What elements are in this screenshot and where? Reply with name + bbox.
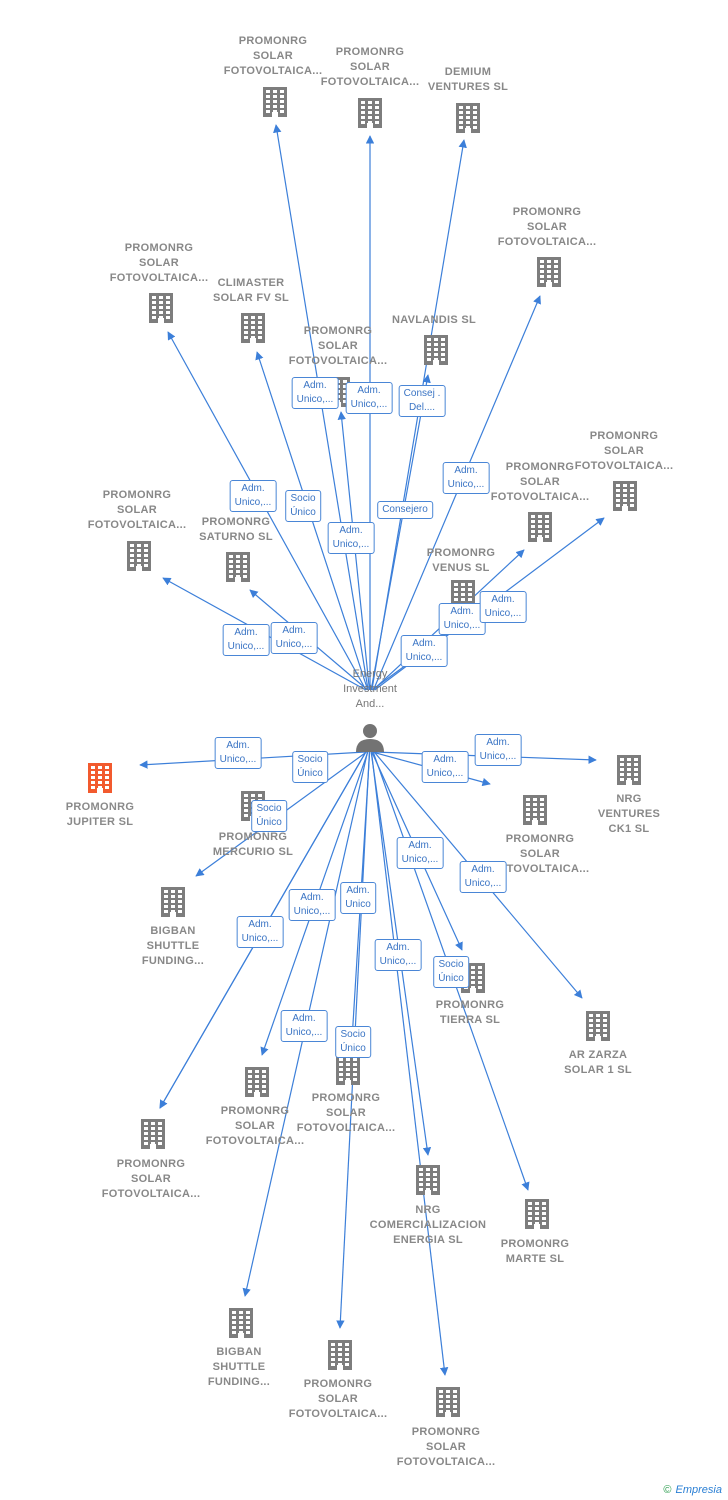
edge-role-label[interactable]: Socio Único (285, 490, 321, 522)
company-label[interactable]: PROMONRG SOLAR FOTOVOLTAICA... (288, 325, 388, 367)
edge-role-label[interactable]: Adm. Unico,... (479, 591, 527, 623)
company-label[interactable]: PROMONRG SOLAR FOTOVOLTAICA... (490, 461, 590, 503)
company-building-icon[interactable] (141, 1119, 165, 1149)
edge-role-label[interactable]: Adm. Unico,... (270, 622, 318, 654)
company-building-icon[interactable] (436, 1387, 460, 1417)
company-label[interactable]: PROMONRG SOLAR FOTOVOLTAICA... (205, 1105, 305, 1147)
company-label[interactable]: BIGBAN SHUTTLE FUNDING... (141, 925, 205, 967)
edge-role-label[interactable]: Adm. Unico,... (459, 861, 507, 893)
company-label[interactable]: PROMONRG SOLAR FOTOVOLTAICA... (101, 1158, 201, 1200)
company-building-icon[interactable] (537, 257, 561, 287)
edge-line (370, 374, 431, 691)
center-person-label[interactable]: Energy Investment And... (343, 668, 397, 710)
company-label[interactable]: PROMONRG MERCURIO SL (212, 831, 294, 858)
company-building-icon[interactable] (328, 1340, 352, 1370)
company-label[interactable]: PROMONRG SOLAR FOTOVOLTAICA... (109, 242, 209, 284)
company-label[interactable]: NRG VENTURES CK1 SL (597, 793, 661, 835)
company-label[interactable]: AR ZARZA SOLAR 1 SL (564, 1049, 632, 1076)
company-label[interactable]: PROMONRG SOLAR FOTOVOLTAICA... (396, 1426, 496, 1468)
company-building-icon[interactable] (525, 1199, 549, 1229)
edge-role-label[interactable]: Adm. Unico,... (214, 737, 262, 769)
copyright-symbol: © (663, 1484, 672, 1496)
company-label[interactable]: PROMONRG SOLAR FOTOVOLTAICA... (87, 489, 187, 531)
edge-role-label[interactable]: Adm. Unico,... (421, 751, 469, 783)
company-building-icon[interactable] (229, 1308, 253, 1338)
edge-role-label[interactable]: Socio Único (251, 800, 287, 832)
company-building-icon[interactable] (528, 512, 552, 542)
edge-role-label[interactable]: Adm. Unico,... (327, 522, 375, 554)
company-building-icon[interactable] (523, 795, 547, 825)
edge-role-label[interactable]: Adm. Unico,... (236, 916, 284, 948)
company-building-icon[interactable] (336, 1055, 360, 1085)
company-label[interactable]: PROMONRG SOLAR FOTOVOLTAICA... (497, 206, 597, 248)
company-label[interactable]: PROMONRG SOLAR FOTOVOLTAICA... (223, 35, 323, 77)
edge-role-label[interactable]: Socio Único (335, 1026, 371, 1058)
focus-company-label[interactable]: PROMONRG JUPITER SL (65, 801, 135, 828)
edge-role-label[interactable]: Adm. Unico,... (222, 624, 270, 656)
company-label[interactable]: PROMONRG VENUS SL (426, 547, 496, 574)
company-building-icon[interactable] (586, 1011, 610, 1041)
company-building-icon[interactable] (241, 313, 265, 343)
company-building-icon[interactable] (416, 1165, 440, 1195)
focus-company-building-icon[interactable] (88, 763, 112, 793)
company-label[interactable]: PROMONRG SOLAR FOTOVOLTAICA... (490, 833, 590, 875)
company-label[interactable]: PROMONRG SOLAR FOTOVOLTAICA... (320, 46, 420, 88)
edge-role-label[interactable]: Adm. Unico,... (345, 382, 393, 414)
edge-role-label[interactable]: Adm. Unico,... (442, 462, 490, 494)
company-label[interactable]: BIGBAN SHUTTLE FUNDING... (207, 1346, 271, 1388)
company-building-icon[interactable] (424, 335, 448, 365)
company-building-icon[interactable] (127, 541, 151, 571)
edge-role-label[interactable]: Consejero (377, 501, 433, 519)
company-label[interactable]: PROMONRG SATURNO SL (199, 516, 273, 543)
company-building-icon[interactable] (358, 98, 382, 128)
company-building-icon[interactable] (161, 887, 185, 917)
edge-role-label[interactable]: Adm. Unico,... (400, 635, 448, 667)
company-label[interactable]: PROMONRG TIERRA SL (435, 999, 505, 1026)
edge-role-label[interactable]: Adm. Unico,... (288, 889, 336, 921)
company-building-icon[interactable] (456, 103, 480, 133)
footer: ©Empresia (663, 1484, 722, 1496)
company-building-icon[interactable] (149, 293, 173, 323)
edge-role-label[interactable]: Adm. Unico,... (396, 837, 444, 869)
edge-role-label[interactable]: Consej . Del.... (398, 385, 446, 417)
company-label[interactable]: PROMONRG SOLAR FOTOVOLTAICA... (574, 430, 674, 472)
edge-role-label[interactable]: Socio Único (433, 956, 469, 988)
edge-role-label[interactable]: Adm. Unico,... (280, 1010, 328, 1042)
company-label[interactable]: PROMONRG SOLAR FOTOVOLTAICA... (288, 1378, 388, 1420)
edge-role-label[interactable]: Adm. Unico (340, 882, 376, 914)
company-building-icon[interactable] (613, 481, 637, 511)
person-icon[interactable] (356, 724, 384, 752)
edge-role-label[interactable]: Adm. Unico,... (438, 603, 486, 635)
company-label[interactable]: NRG COMERCIALIZACION ENERGIA SL (369, 1204, 487, 1246)
edge-role-label[interactable]: Adm. Unico,... (291, 377, 339, 409)
company-building-icon[interactable] (226, 552, 250, 582)
brand-logo[interactable]: Empresia (675, 1484, 722, 1496)
company-label[interactable]: DEMIUM VENTURES SL (427, 66, 509, 93)
edge-line (370, 751, 449, 1376)
company-building-icon[interactable] (245, 1067, 269, 1097)
company-building-icon[interactable] (263, 87, 287, 117)
company-label[interactable]: PROMONRG SOLAR FOTOVOLTAICA... (296, 1092, 396, 1134)
edge-role-label[interactable]: Adm. Unico,... (374, 939, 422, 971)
edge-role-label[interactable]: Adm. Unico,... (229, 480, 277, 512)
company-label[interactable]: NAVLANDIS SL (391, 314, 477, 326)
company-label[interactable]: PROMONRG MARTE SL (500, 1238, 570, 1265)
edge-role-label[interactable]: Adm. Unico,... (474, 734, 522, 766)
company-label[interactable]: CLIMASTER SOLAR FV SL (212, 277, 290, 304)
edge-role-label[interactable]: Socio Único (292, 751, 328, 783)
company-building-icon[interactable] (617, 755, 641, 785)
